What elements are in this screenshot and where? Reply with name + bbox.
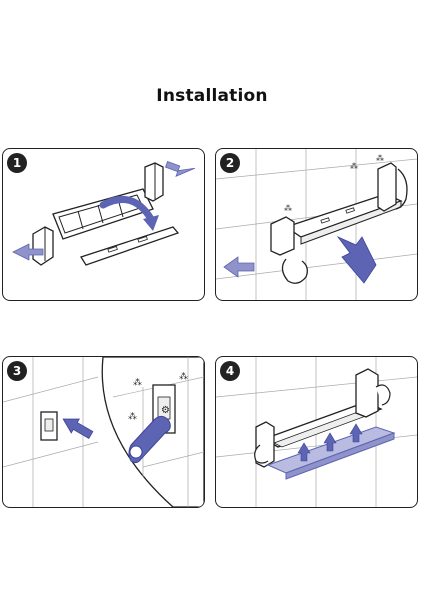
svg-text:⁂: ⁂ [133, 377, 142, 388]
step-number-badge: 2 [220, 153, 240, 173]
svg-text:⁂: ⁂ [179, 371, 188, 382]
svg-text:⁂: ⁂ [376, 153, 384, 163]
step-4-panel: 4 [215, 356, 418, 508]
step-3-panel: 3 ⚙ ⁂ ⁂ ⁂ [2, 356, 205, 508]
step-number-badge: 3 [7, 361, 27, 381]
svg-text:⚙: ⚙ [161, 405, 170, 416]
svg-text:⁂: ⁂ [284, 203, 292, 213]
wrench-tighten-icon: ⚙ ⁂ ⁂ ⁂ [3, 357, 204, 507]
step-2-panel: 2 ⁂ ⁂ ⁂ [215, 148, 418, 301]
step-number-badge: 1 [7, 153, 27, 173]
shelf-insert-icon [216, 357, 417, 507]
page-title: Installation [156, 86, 268, 106]
wall-mount-icon: ⁂ ⁂ ⁂ [216, 149, 417, 300]
shelf-assembly-icon [12, 161, 196, 266]
svg-text:⁂: ⁂ [350, 161, 358, 171]
step-number-badge: 4 [220, 361, 240, 381]
step-1-panel: 1 [2, 148, 205, 301]
svg-text:⁂: ⁂ [128, 411, 137, 422]
